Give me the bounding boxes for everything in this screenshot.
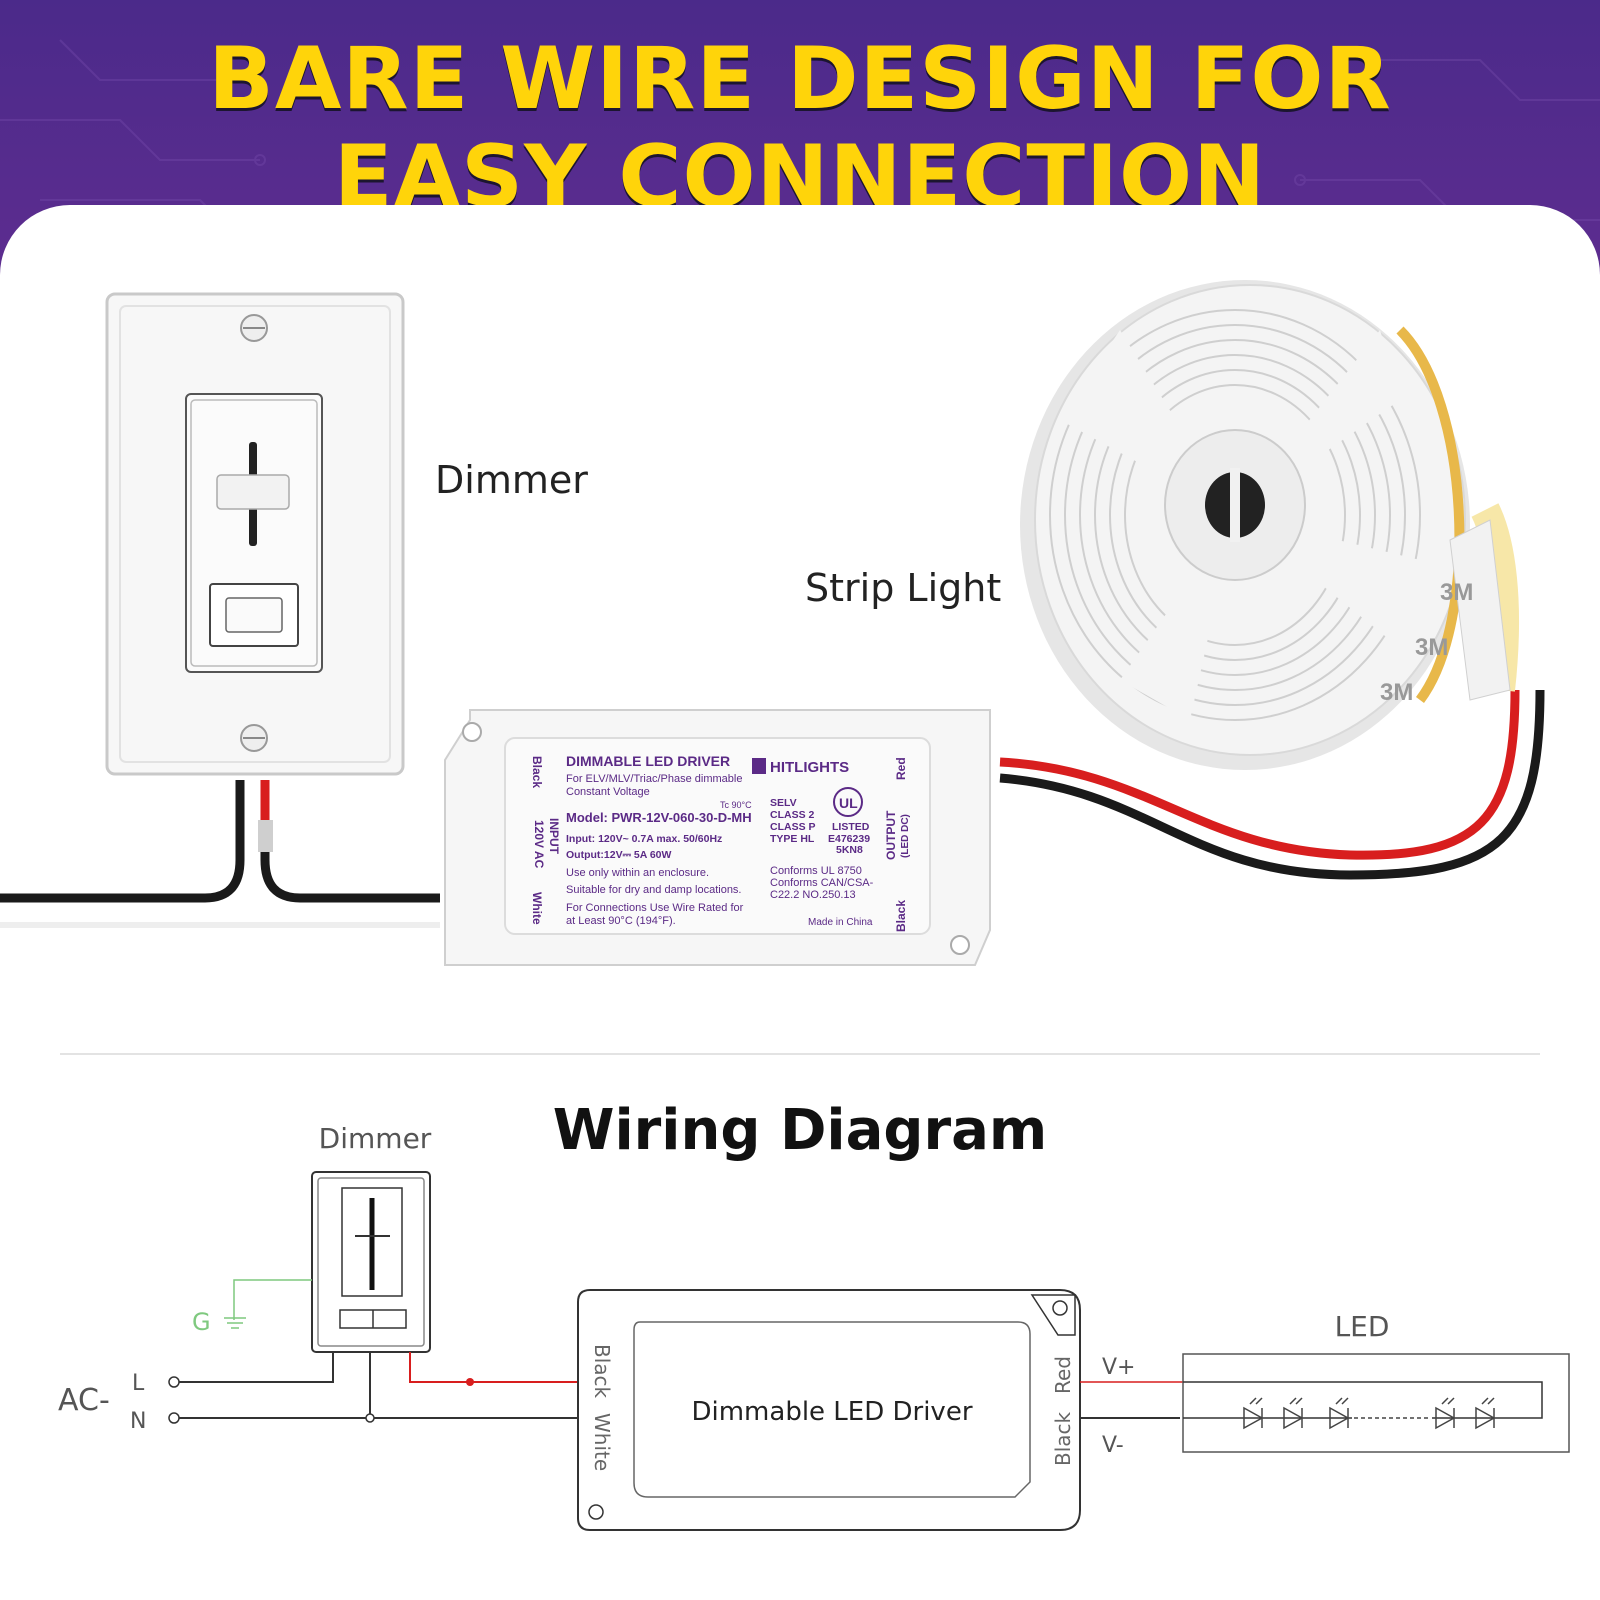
svg-text:UL: UL [839,795,858,811]
svg-text:3M: 3M [1380,679,1413,706]
ground-wire [233,1279,312,1320]
driver-title: DIMMABLE LED DRIVER [566,753,730,769]
output-wires [999,689,1545,880]
svg-text:3M: 3M [1415,634,1448,661]
led-diode-icons [1243,1397,1496,1430]
led-driver-box: DIMMABLE LED DRIVER For ELV/MLV/Triac/Ph… [444,709,991,966]
dimmer-label: Dimmer [435,458,588,502]
v-plus-label: V+ [1102,1355,1135,1380]
svg-text:Black: Black [530,756,544,788]
schematic-driver [577,1289,1081,1531]
led-label: LED [1335,1310,1390,1343]
strip-light-label: Strip Light [805,566,1002,610]
svg-text:For ELV/MLV/Triac/Phase dimmab: For ELV/MLV/Triac/Phase dimmable [566,773,742,785]
svg-text:INPUT: INPUT [547,818,561,855]
in-white-label: White [590,1413,614,1471]
svg-text:CLASS 2: CLASS 2 [770,809,815,821]
svg-text:SELV: SELV [770,797,797,809]
svg-text:Constant Voltage: Constant Voltage [566,786,650,798]
svg-text:Red: Red [894,757,908,780]
bare-wire-end [258,820,273,852]
svg-text:TYPE HL: TYPE HL [770,833,815,845]
wiring-schematic: Dimmer G AC- L N Dimmable LED Driver Bla… [58,1122,1570,1531]
wiring-diagram-title: Wiring Diagram [552,1098,1048,1163]
dimmed-line-wire [409,1352,578,1383]
n-label: N [130,1409,146,1434]
schematic-dimmer-label: Dimmer [319,1122,432,1155]
svg-text:Tc 90°C: Tc 90°C [720,800,752,810]
svg-text:at Least 90°C (194°F).: at Least 90°C (194°F). [566,915,676,927]
svg-text:E476239: E476239 [828,833,870,845]
svg-text:OUTPUT: OUTPUT [884,810,898,860]
svg-text:Use only within an enclosure.: Use only within an enclosure. [566,867,709,879]
svg-text:5KN8: 5KN8 [836,844,863,856]
svg-text:(LED DC): (LED DC) [900,814,911,858]
driver-model: Model: PWR-12V-060-30-D-MH [566,810,752,825]
ac-label: AC- [58,1383,110,1418]
svg-text:Made in China: Made in China [808,917,873,928]
schematic-led-box [1182,1353,1570,1453]
svg-text:LISTED: LISTED [832,821,870,833]
svg-text:White: White [530,892,544,925]
v-minus-label: V- [1102,1433,1124,1458]
svg-text:Output:12V⎓ 5A 60W: Output:12V⎓ 5A 60W [566,849,672,861]
driver-label-area [504,737,931,935]
ground-label: G [192,1308,211,1336]
svg-text:120V AC: 120V AC [532,820,546,869]
out-red-label: Red [1051,1356,1075,1394]
svg-text:C22.2 NO.250.13: C22.2 NO.250.13 [770,889,856,901]
svg-text:Conforms CAN/CSA-: Conforms CAN/CSA- [770,877,874,889]
dimmer-wallplate [105,292,405,776]
svg-text:Suitable for dry and damp loca: Suitable for dry and damp locations. [566,884,742,896]
out-black-label: Black [1051,1411,1075,1466]
svg-text:Black: Black [894,900,908,932]
tape-brand: 3M [1440,579,1473,606]
in-black-label: Black [590,1344,614,1399]
svg-text:CLASS P: CLASS P [770,821,816,833]
svg-text:HITLIGHTS: HITLIGHTS [770,759,849,776]
input-wires [0,780,440,928]
svg-text:Input: 120V~ 0.7A max. 50/60Hz: Input: 120V~ 0.7A max. 50/60Hz [566,833,722,845]
hitlights-logo: HITLIGHTS [752,758,849,776]
circuit-pattern [0,39,1600,241]
strip-light-reel: 3M 3M 3M [1020,280,1520,770]
svg-text:For Connections Use Wire Rated: For Connections Use Wire Rated for [566,902,744,914]
l-label: L [132,1371,145,1396]
ul-mark-icon: UL [833,787,863,817]
slider-knob [216,474,290,510]
line-l-wire [179,1352,334,1383]
svg-text:Conforms UL 8750: Conforms UL 8750 [770,865,862,877]
title-line-1: BARE WIRE DESIGN FOR [208,29,1392,129]
schematic-driver-label: Dimmable LED Driver [691,1397,972,1427]
